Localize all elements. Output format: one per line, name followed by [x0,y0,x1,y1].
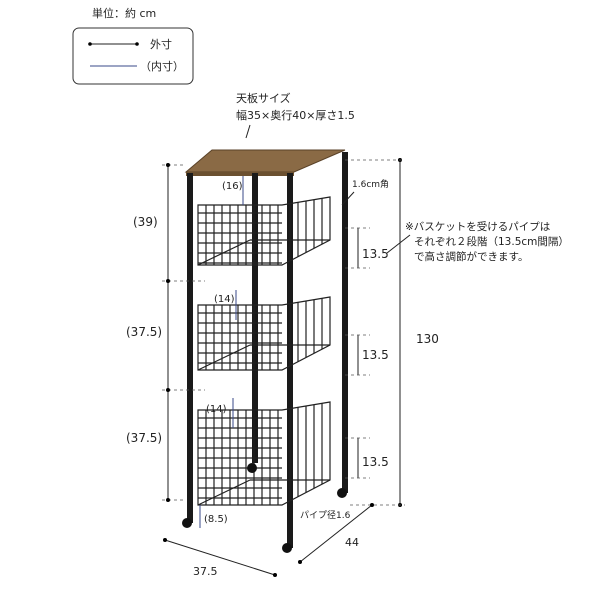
inner-height-3: (14) [206,404,227,415]
top-board [184,149,346,173]
total-height: 130 [416,332,439,346]
top-board-title: 天板サイズ [236,91,291,105]
note-line-2: それぞれ２段階（13.5cm間隔） [414,235,569,248]
caster-wheel [282,543,292,553]
legend-box: 外寸 （内寸） [72,27,194,85]
adjust-step-1: 13.5 [362,247,389,261]
caster-wheel [247,463,257,473]
legend-inner-label: （内寸） [140,59,184,73]
unit-label: 単位：約 cm [92,6,156,20]
wire-basket [197,296,331,371]
caster-wheel [337,488,347,498]
caster-wheel [182,518,192,528]
note-line-3: で高さ調節ができます。 [414,250,528,263]
inner-height-1: (16) [222,181,243,192]
pipe-diameter-note: パイプ径1.6 [300,509,351,521]
frame-size-note: 1.6cm角 [352,178,389,190]
top-board-size: 幅35×奥行40×厚さ1.5 [236,108,355,122]
wire-basket [197,401,331,506]
outer-height-3: (37.5) [126,431,162,445]
inner-height-4: (8.5) [204,514,228,525]
adjust-step-3: 13.5 [362,455,389,469]
adjust-step-2: 13.5 [362,348,389,362]
width-dimension: 37.5 [193,565,218,578]
wire-basket [197,196,331,266]
inner-height-2: (14) [214,294,235,305]
legend-outer-label: 外寸 [150,37,172,51]
outer-height-1: (39) [133,215,158,229]
outer-height-2: (37.5) [126,325,162,339]
note-line-1: ※バスケットを受けるパイプは [405,221,550,233]
depth-dimension: 44 [345,536,359,549]
shelf-unit [182,149,348,553]
